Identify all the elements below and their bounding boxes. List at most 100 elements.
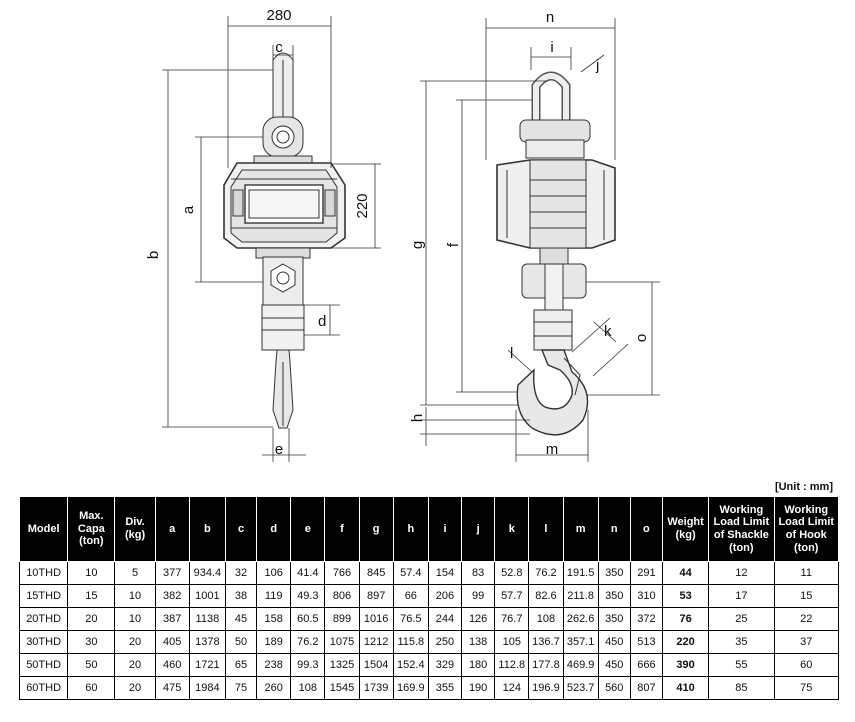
table-cell: 560 <box>597 676 631 700</box>
table-cell: 35 <box>708 630 775 654</box>
table-cell: 152.4 <box>392 653 429 677</box>
col-header: Model <box>18 496 69 562</box>
table-cell: 177.8 <box>528 653 564 677</box>
table-cell: 55 <box>708 653 775 677</box>
table-cell: 10 <box>114 584 156 608</box>
table-cell: 5 <box>114 561 156 585</box>
table-cell: 124 <box>494 676 530 700</box>
table-cell: 119 <box>256 584 292 608</box>
dim-o-label: o <box>633 334 650 342</box>
table-cell: 357.1 <box>562 630 599 654</box>
table-cell: 180 <box>461 653 496 677</box>
side-view <box>496 71 616 436</box>
table-cell: 10 <box>67 561 116 585</box>
col-header: o <box>629 496 663 562</box>
model-cell: 60THD <box>18 676 69 700</box>
table-cell: 460 <box>154 653 190 677</box>
table-cell: 50 <box>224 630 258 654</box>
table-cell: 57.4 <box>392 561 429 585</box>
table-cell: 158 <box>256 607 292 631</box>
table-cell: 845 <box>358 561 394 585</box>
dim-h-label: h <box>409 414 426 422</box>
table-cell: 350 <box>597 584 631 608</box>
table-cell: 60 <box>67 676 116 700</box>
table-cell: 382 <box>154 584 190 608</box>
table-cell: 513 <box>629 630 663 654</box>
table-cell: 15 <box>67 584 116 608</box>
table-cell: 44 <box>661 561 710 585</box>
table-cell: 329 <box>427 653 463 677</box>
col-header: Working Load Limit of Shackle (ton) <box>708 496 775 562</box>
table-cell: 82.6 <box>528 584 564 608</box>
crane-scale-dimension-drawing: 280 c b a 220 d e n i j g f k l o h m <box>145 7 660 462</box>
table-cell: 136.7 <box>528 630 564 654</box>
col-header: e <box>290 496 326 562</box>
table-cell: 806 <box>324 584 360 608</box>
table-cell: 1212 <box>358 630 394 654</box>
dim-280-label: 280 <box>266 7 291 24</box>
table-cell: 12 <box>708 561 775 585</box>
dimension-labels: 280 c b a 220 d e n i j g f k l o h m <box>145 7 650 458</box>
table-cell: 390 <box>661 653 710 677</box>
dim-e-label: e <box>275 441 283 458</box>
table-cell: 11 <box>773 561 840 585</box>
table-cell: 1545 <box>324 676 360 700</box>
dim-b-label: b <box>145 251 162 259</box>
table-cell: 377 <box>154 561 190 585</box>
table-cell: 10 <box>114 607 156 631</box>
dim-l-label: l <box>510 345 513 362</box>
table-cell: 76.5 <box>392 607 429 631</box>
table-cell: 1001 <box>188 584 226 608</box>
table-cell: 1984 <box>188 676 226 700</box>
table-cell: 260 <box>256 676 292 700</box>
table-cell: 60.5 <box>290 607 326 631</box>
dim-d-label: d <box>318 313 326 330</box>
table-cell: 37 <box>773 630 840 654</box>
dim-i-label: i <box>550 39 553 56</box>
model-cell: 50THD <box>18 653 69 677</box>
table-cell: 108 <box>290 676 326 700</box>
table-cell: 20 <box>114 630 156 654</box>
table-cell: 32 <box>224 561 258 585</box>
table-cell: 238 <box>256 653 292 677</box>
col-header: d <box>256 496 292 562</box>
table-cell: 25 <box>708 607 775 631</box>
col-header: Max. Capa (ton) <box>67 496 116 562</box>
table-cell: 49.3 <box>290 584 326 608</box>
model-cell: 15THD <box>18 584 69 608</box>
table-cell: 30 <box>67 630 116 654</box>
table-cell: 934.4 <box>188 561 226 585</box>
table-cell: 899 <box>324 607 360 631</box>
dim-g-label: g <box>409 241 426 249</box>
col-header: l <box>528 496 564 562</box>
col-header: Working Load Limit of Hook (ton) <box>773 496 840 562</box>
front-view <box>223 52 346 429</box>
table-cell: 310 <box>629 584 663 608</box>
table-cell: 475 <box>154 676 190 700</box>
table-cell: 50 <box>67 653 116 677</box>
table-cell: 20 <box>114 653 156 677</box>
table-cell: 20 <box>67 607 116 631</box>
table-cell: 189 <box>256 630 292 654</box>
table-cell: 1075 <box>324 630 360 654</box>
table-cell: 1016 <box>358 607 394 631</box>
table-cell: 66 <box>392 584 429 608</box>
table-cell: 57.7 <box>494 584 530 608</box>
table-cell: 52.8 <box>494 561 530 585</box>
table-cell: 666 <box>629 653 663 677</box>
table-cell: 220 <box>661 630 710 654</box>
table-cell: 405 <box>154 630 190 654</box>
table-cell: 112.8 <box>494 653 530 677</box>
col-header: b <box>188 496 226 562</box>
table-cell: 108 <box>528 607 564 631</box>
side-view-dimension-lines <box>420 18 660 462</box>
table-cell: 807 <box>629 676 663 700</box>
table-cell: 85 <box>708 676 775 700</box>
table-cell: 191.5 <box>562 561 599 585</box>
table-cell: 244 <box>427 607 463 631</box>
col-header: j <box>461 496 496 562</box>
table-cell: 76.2 <box>528 561 564 585</box>
